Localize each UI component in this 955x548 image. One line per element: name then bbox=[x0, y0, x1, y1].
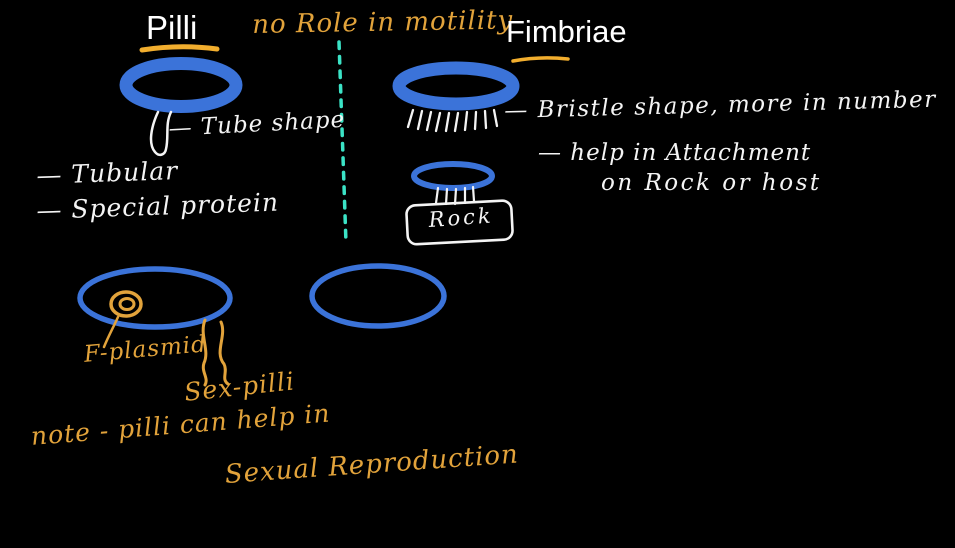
divider-dashed-line bbox=[337, 40, 348, 245]
sex-pilli-tube-drawing bbox=[201, 318, 230, 387]
pilli-title: Pilli bbox=[146, 9, 198, 46]
f-plasmid-outer-circle bbox=[109, 290, 143, 318]
fimbriae-bristles bbox=[406, 108, 499, 133]
on-rock-host-label: on Rock or host bbox=[601, 170, 822, 196]
tubular-label: — Tubular bbox=[35, 156, 179, 190]
fimbriae-cell-ring bbox=[392, 61, 520, 111]
rock-label: Rock bbox=[427, 203, 495, 232]
fimbriae-underline bbox=[511, 56, 570, 63]
f-plasmid-pointer-line bbox=[102, 315, 120, 349]
rock-box bbox=[405, 199, 514, 246]
small-cell-bristles bbox=[434, 185, 476, 206]
center-note-no-role: no Role in motility bbox=[251, 5, 514, 40]
pilli-cell-ring bbox=[119, 57, 243, 113]
donor-cell-ring bbox=[77, 266, 233, 330]
pilus-tube-drawing bbox=[149, 110, 173, 157]
f-plasmid-inner-circle bbox=[118, 297, 136, 311]
pilli-underline bbox=[139, 44, 220, 53]
fimbriae-title: Fimbriae bbox=[506, 14, 627, 49]
plain-cell-ring bbox=[309, 263, 447, 329]
small-cell-ring bbox=[411, 161, 495, 191]
help-attachment-label: — help in Attachment bbox=[538, 140, 812, 166]
